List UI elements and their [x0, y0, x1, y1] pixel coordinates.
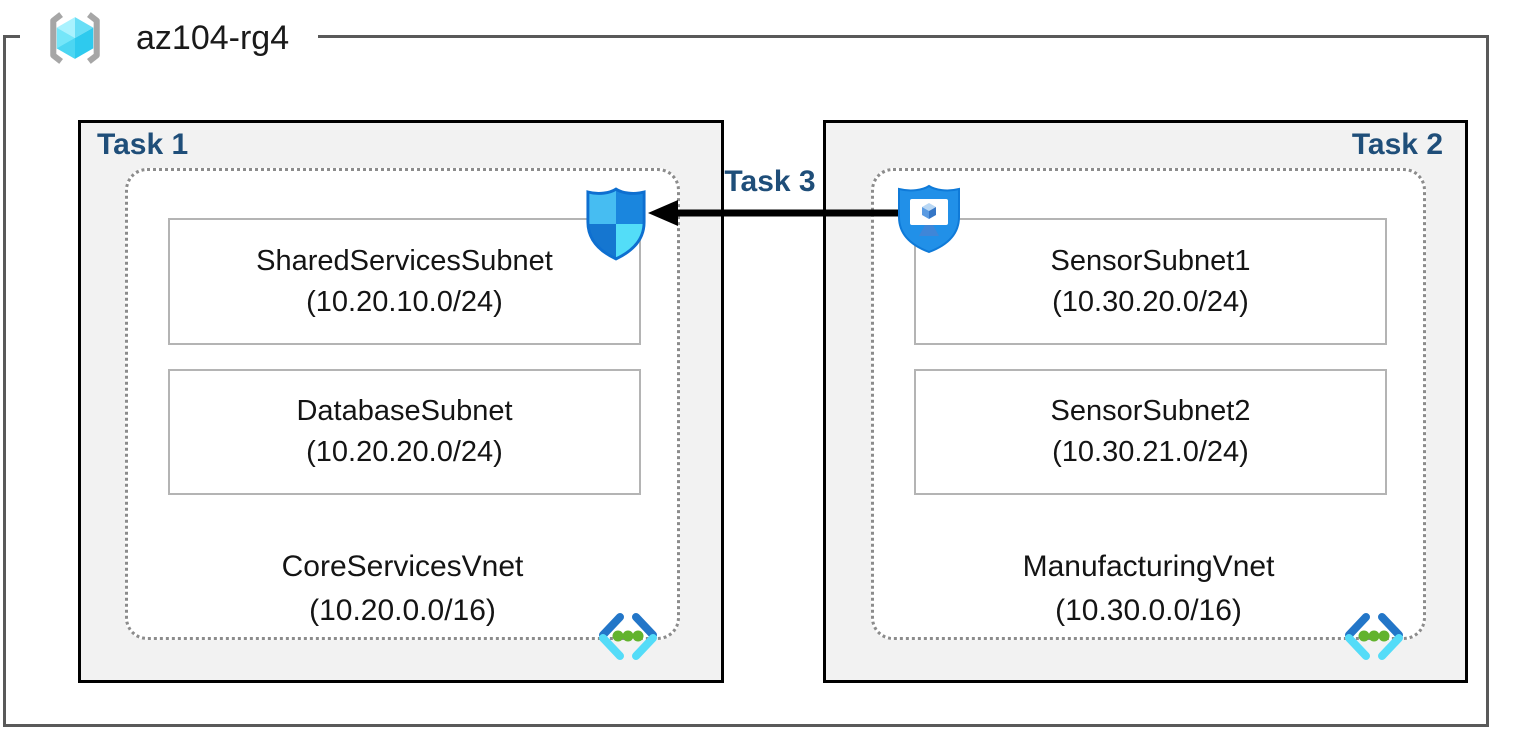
network-security-group-shield-icon: [586, 187, 646, 261]
core-services-vnet-box: SharedServicesSubnet (10.20.10.0/24) Dat…: [125, 168, 680, 660]
task1-box: Task 1 SharedServicesSubnet (10.20.10.0/…: [78, 120, 724, 683]
virtual-network-icon: [599, 613, 657, 660]
sensor-subnet2-box: SensorSubnet2 (10.30.21.0/24): [914, 369, 1387, 495]
subnet-name: SensorSubnet2: [1050, 395, 1251, 427]
subnet-cidr: (10.20.10.0/24): [306, 285, 503, 318]
database-subnet-box: DatabaseSubnet (10.20.20.0/24): [168, 369, 641, 495]
resource-group-frame: [3, 35, 1489, 727]
task2-label: Task 2: [1351, 128, 1443, 161]
task2-box: Task 2 SensorSubnet1 (10.30.20.0/24) Sen…: [823, 120, 1468, 683]
resource-group-header: az104-rg4: [20, 0, 318, 76]
task3-label: Task 3: [724, 165, 816, 198]
task3-arrow: [648, 200, 898, 226]
sensor-subnet1-box: SensorSubnet1 (10.30.20.0/24): [914, 218, 1387, 345]
manufacturing-vnet-box: SensorSubnet1 (10.30.20.0/24) SensorSubn…: [871, 168, 1426, 660]
subnet-cidr: (10.30.20.0/24): [1052, 285, 1249, 318]
resource-group-cube-icon: [50, 12, 100, 64]
virtual-network-icon: [1345, 613, 1403, 660]
subnet-cidr: (10.20.20.0/24): [306, 436, 503, 468]
vnet-name: ManufacturingVnet: [1022, 550, 1275, 583]
vnet-cidr: (10.30.0.0/16): [1055, 594, 1242, 627]
bastion-shield-monitor-icon: [898, 184, 960, 254]
subnet-name: DatabaseSubnet: [296, 395, 513, 427]
subnet-name: SensorSubnet1: [1050, 244, 1251, 277]
shared-services-subnet-box: SharedServicesSubnet (10.20.10.0/24): [168, 218, 641, 345]
subnet-name: SharedServicesSubnet: [256, 244, 553, 277]
vnet-cidr: (10.20.0.0/16): [309, 594, 496, 627]
vnet-name-label: CoreServicesVnet (10.20.0.0/16): [128, 545, 677, 633]
vnet-name-label: ManufacturingVnet (10.30.0.0/16): [874, 545, 1423, 633]
vnet-name: CoreServicesVnet: [281, 550, 524, 583]
resource-group-name: az104-rg4: [136, 18, 290, 57]
subnet-cidr: (10.30.21.0/24): [1052, 436, 1249, 468]
task1-label: Task 1: [97, 128, 189, 161]
